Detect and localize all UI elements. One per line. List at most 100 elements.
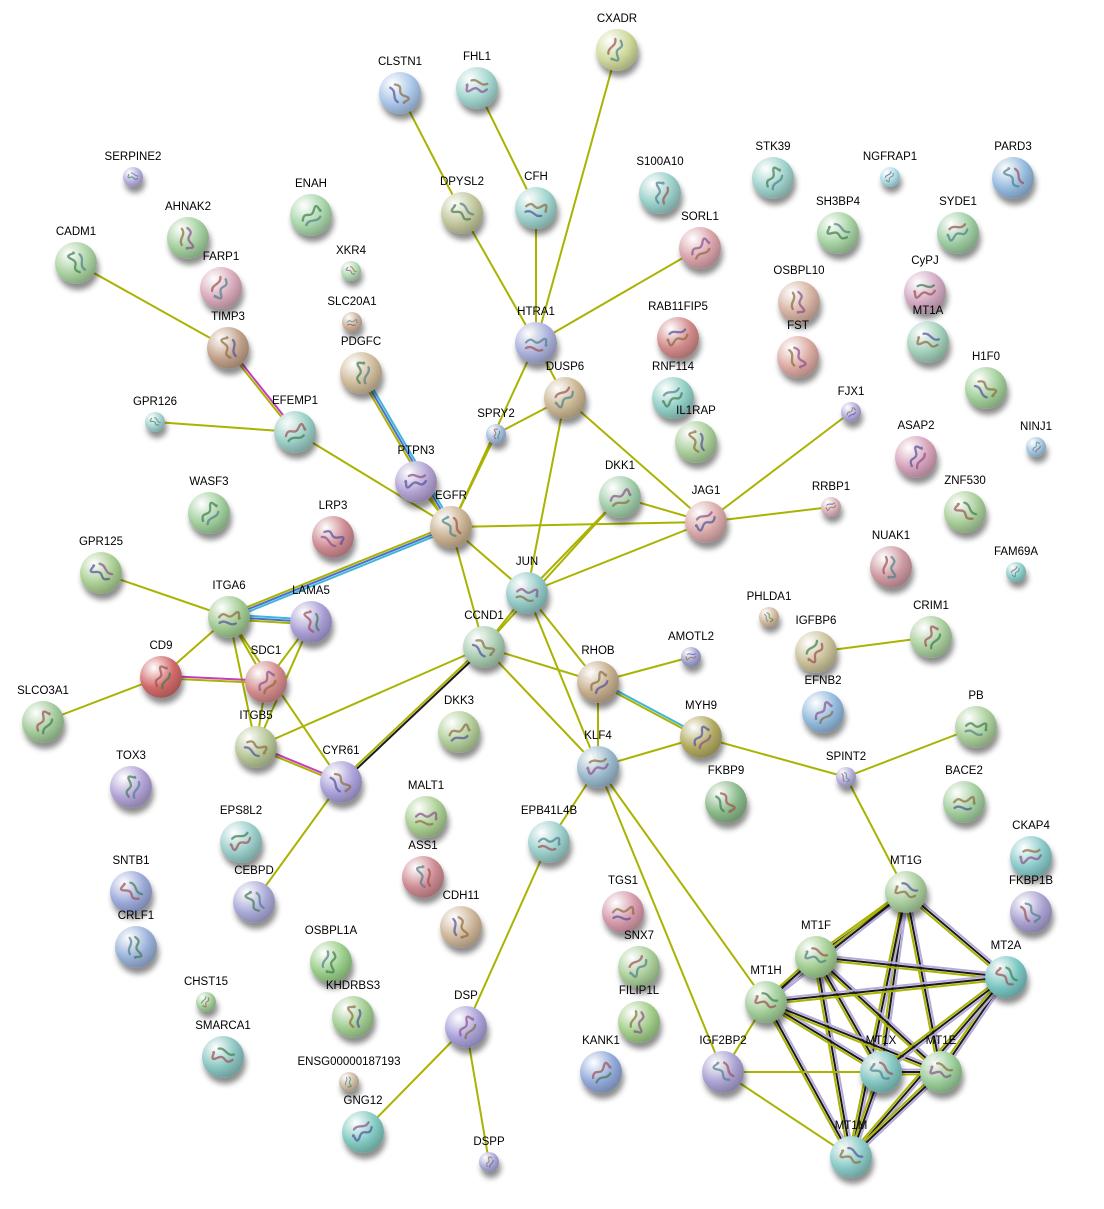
node-ENAH[interactable] bbox=[290, 194, 332, 236]
node-SYDE1[interactable] bbox=[937, 212, 979, 254]
edge-DPYSL2-HTRA1[interactable] bbox=[461, 212, 537, 344]
node-SNX7[interactable] bbox=[618, 946, 660, 988]
node-CCND1[interactable] bbox=[463, 626, 505, 668]
node-KLF4[interactable] bbox=[577, 746, 619, 788]
node-KANK1[interactable] bbox=[580, 1051, 622, 1093]
edge-GPR126-EFEMP1[interactable] bbox=[154, 421, 296, 433]
node-FAM69A[interactable] bbox=[1006, 562, 1026, 582]
edge-DUSP6-JAG1[interactable] bbox=[564, 397, 707, 523]
node-IGFBP6[interactable] bbox=[795, 631, 837, 673]
edge-EFEMP1-EGFR[interactable] bbox=[294, 431, 452, 528]
edge-DSP-DSPP[interactable] bbox=[465, 1026, 490, 1163]
node-CRLF1[interactable] bbox=[115, 926, 157, 968]
edge-CCND1-ITGB5[interactable] bbox=[255, 646, 485, 748]
node-GPR126[interactable] bbox=[145, 412, 165, 432]
node-LAMA5[interactable] bbox=[290, 601, 332, 643]
edge-MT1F-MT1E[interactable] bbox=[813, 958, 941, 1075]
edge-MT1H-MT2A[interactable] bbox=[765, 973, 1006, 1001]
node-KHDRBS3[interactable] bbox=[332, 996, 374, 1038]
edge-MT1F-MT1E[interactable] bbox=[816, 954, 944, 1071]
edge-MT1G-MT1H[interactable] bbox=[766, 893, 909, 1005]
edge-MT1H-MT1M[interactable] bbox=[767, 1000, 854, 1157]
node-MT1A[interactable] bbox=[907, 321, 949, 363]
edge-JAG1-JUN[interactable] bbox=[526, 521, 707, 594]
node-GPR125[interactable] bbox=[80, 552, 122, 594]
node-CEBPD[interactable] bbox=[233, 881, 275, 923]
edge-JUN-KLF4[interactable] bbox=[526, 592, 599, 768]
node-OSBPL10[interactable] bbox=[778, 281, 820, 323]
node-TOX3[interactable] bbox=[110, 766, 152, 808]
edge-MT1H-MT1M[interactable] bbox=[763, 1002, 850, 1159]
edge-MT1G-MT1M[interactable] bbox=[852, 892, 910, 1158]
node-DPYSL2[interactable] bbox=[441, 192, 483, 234]
node-CD9[interactable] bbox=[140, 656, 182, 698]
node-SPINT2[interactable] bbox=[836, 767, 856, 787]
node-MALT1[interactable] bbox=[405, 796, 447, 838]
node-PARD3[interactable] bbox=[992, 157, 1034, 199]
node-EFEMP1[interactable] bbox=[274, 411, 316, 453]
node-H1F0[interactable] bbox=[965, 367, 1007, 409]
edge-ITGA6-GPR125[interactable] bbox=[100, 572, 230, 618]
node-SLC20A1[interactable] bbox=[342, 312, 362, 332]
node-EPB41L4B[interactable] bbox=[528, 821, 570, 863]
node-TIMP3[interactable] bbox=[207, 327, 249, 369]
node-SMARCA1[interactable] bbox=[202, 1036, 244, 1078]
node-SNTB1[interactable] bbox=[110, 871, 152, 913]
edge-CXADR-HTRA1[interactable] bbox=[535, 49, 618, 344]
edge-ITGA6-CYR61[interactable] bbox=[228, 616, 342, 783]
node-ZNF530[interactable] bbox=[944, 491, 986, 533]
edge-MT1G-MT1M[interactable] bbox=[847, 891, 905, 1157]
node-CDH11[interactable] bbox=[440, 906, 482, 948]
edge-MYH9-SPINT2[interactable] bbox=[700, 736, 847, 778]
node-CADM1[interactable] bbox=[55, 242, 97, 284]
node-DKK3[interactable] bbox=[438, 711, 480, 753]
edge-MT1F-MT1M[interactable] bbox=[812, 957, 850, 1158]
edge-MT1H-MT1X[interactable] bbox=[765, 1001, 882, 1073]
node-AMOTL2[interactable] bbox=[681, 647, 701, 667]
node-NGFRAP1[interactable] bbox=[880, 167, 900, 187]
node-EFNB2[interactable] bbox=[802, 691, 844, 733]
edge-EGFR-ITGA6[interactable] bbox=[228, 526, 452, 618]
node-CYR61[interactable] bbox=[320, 761, 362, 803]
node-S100A10[interactable] bbox=[639, 172, 681, 214]
node-DSP[interactable] bbox=[445, 1006, 487, 1048]
node-MT1E[interactable] bbox=[920, 1051, 962, 1093]
node-PDGFC[interactable] bbox=[340, 352, 382, 394]
node-IGF2BP2[interactable] bbox=[702, 1051, 744, 1093]
node-OSBPL1A[interactable] bbox=[310, 941, 352, 983]
node-SORL1[interactable] bbox=[679, 227, 721, 269]
node-JUN[interactable] bbox=[506, 572, 548, 614]
node-DUSP6[interactable] bbox=[544, 377, 586, 419]
edge-MT1H-MT1E[interactable] bbox=[765, 1001, 942, 1073]
node-SERPINE2[interactable] bbox=[123, 167, 143, 187]
edge-MT1H-MT1E[interactable] bbox=[766, 998, 943, 1071]
node-FHL1[interactable] bbox=[456, 67, 498, 109]
edge-CCND1-KLF4[interactable] bbox=[483, 646, 599, 768]
node-NUAK1[interactable] bbox=[870, 546, 912, 588]
node-FARP1[interactable] bbox=[200, 267, 242, 309]
node-STK39[interactable] bbox=[752, 157, 794, 199]
node-CKAP4[interactable] bbox=[1010, 836, 1052, 878]
edge-MT1F-MT2A[interactable] bbox=[815, 956, 1007, 978]
node-RHOB[interactable] bbox=[577, 661, 619, 703]
node-CXADR[interactable] bbox=[596, 29, 638, 71]
edge-MT1F-MT2A[interactable] bbox=[815, 958, 1006, 981]
node-FJX1[interactable] bbox=[841, 402, 861, 422]
edge-EGFR-ITGA6[interactable] bbox=[229, 528, 453, 621]
edge-MT1H-MT1E[interactable] bbox=[764, 1003, 941, 1076]
edge-MT1H-MT2A[interactable] bbox=[765, 976, 1007, 1003]
edge-MT1F-MT1E[interactable] bbox=[815, 956, 942, 1073]
node-WASF3[interactable] bbox=[188, 492, 230, 534]
node-PB[interactable] bbox=[955, 706, 997, 748]
edge-MT1G-MT1E[interactable] bbox=[905, 891, 942, 1073]
node-MT1H[interactable] bbox=[745, 981, 787, 1023]
edge-MT1H-MT1X[interactable] bbox=[766, 999, 883, 1071]
edge-JAG1-FJX1[interactable] bbox=[705, 411, 852, 523]
node-CHST15[interactable] bbox=[196, 992, 216, 1012]
edge-MT1G-MT1E[interactable] bbox=[907, 891, 945, 1072]
node-HTRA1[interactable] bbox=[515, 322, 557, 364]
node-ITGB5[interactable] bbox=[235, 726, 277, 768]
node-EGFR[interactable] bbox=[430, 506, 472, 548]
node-CyPJ[interactable] bbox=[904, 271, 946, 313]
edge-PDGFC-EGFR[interactable] bbox=[358, 373, 450, 529]
